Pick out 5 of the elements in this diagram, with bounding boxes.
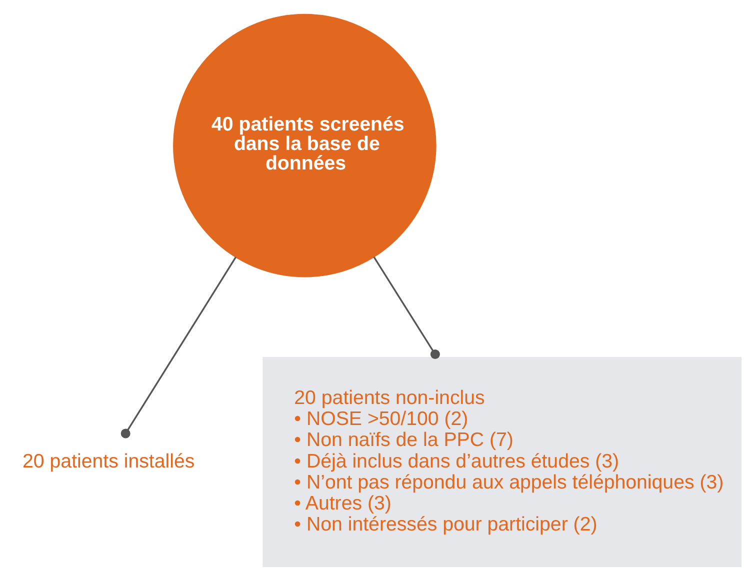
connector [373, 256, 440, 359]
node-box: 20 patients non-inclus • NOSE >50/100 (2) • Non naïfs de la PPC (7) • Déjà inclus dans d’autres études (3) • N’ont pas répondu aux appels téléphoniques (3) • Autres (3) • Non intéressés pour participer (2) [262, 356, 742, 567]
node-circle: 40 patients screenés dans la base de données [173, 13, 436, 277]
node-text: 20 patients installés [22, 450, 195, 472]
connector [120, 256, 237, 438]
